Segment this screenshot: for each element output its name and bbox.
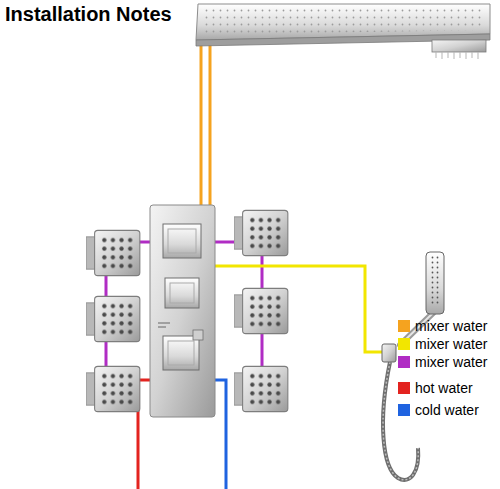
legend-swatch	[398, 320, 410, 332]
holder	[382, 344, 396, 362]
legend-text: mixer water	[415, 354, 487, 370]
body-jet	[234, 288, 288, 333]
legend-row: mixer water	[398, 354, 487, 370]
legend-swatch	[398, 338, 410, 350]
body-jet	[86, 366, 140, 411]
blue-pipe	[215, 380, 226, 489]
pipes	[106, 40, 384, 489]
body-jet	[86, 296, 140, 341]
legend-row: hot water	[398, 380, 473, 396]
hose	[383, 362, 418, 480]
legend-swatch	[398, 356, 410, 368]
legend-text: mixer water	[415, 318, 487, 334]
legend-text: hot water	[415, 380, 473, 396]
body-jets	[86, 210, 288, 411]
legend-row: mixer water	[398, 318, 487, 334]
body-jet	[234, 210, 288, 255]
legend-swatch	[398, 404, 410, 416]
body-jet	[86, 230, 140, 275]
legend-text: mixer water	[415, 336, 487, 352]
orange-pipe	[200, 40, 203, 212]
title: Installation Notes	[5, 3, 172, 26]
thermostatic-valve-panel	[150, 205, 215, 417]
legend-row: cold water	[398, 402, 479, 418]
shower-handset	[426, 252, 444, 314]
legend-row: mixer water	[398, 336, 487, 352]
legend-swatch	[398, 382, 410, 394]
yellow-pipe	[215, 266, 384, 352]
rain-shower-head	[196, 4, 490, 59]
legend-text: cold water	[415, 402, 479, 418]
orange-pipe	[209, 40, 212, 212]
body-jet	[234, 366, 288, 411]
